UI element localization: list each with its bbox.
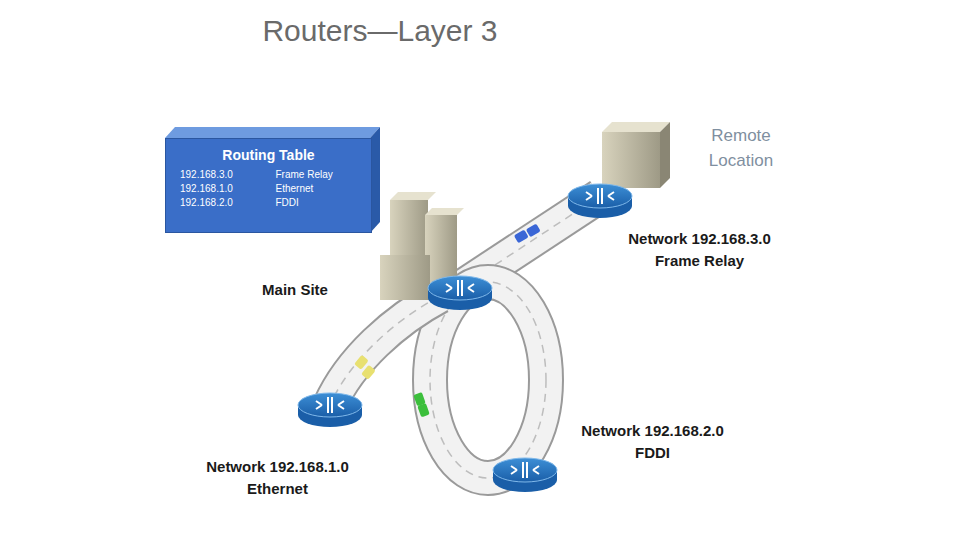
table-cell: Frame Relay — [276, 169, 362, 180]
network-label: Network 192.168.2.0 FDDI — [565, 420, 740, 464]
router-icon — [493, 458, 557, 492]
location-label: Remote Location — [686, 124, 796, 173]
table-cell: 192.168.3.0 — [180, 169, 266, 180]
network-label: Network 192.168.3.0 Frame Relay — [612, 228, 787, 272]
router-icon — [568, 184, 632, 218]
data-packets — [354, 224, 541, 418]
routing-table-box-3d — [165, 127, 380, 233]
table-cell: Ethernet — [276, 183, 362, 194]
table-cell: 192.168.1.0 — [180, 183, 266, 194]
routing-table-box: Routing Table192.168.3.0Frame Relay192.1… — [165, 138, 372, 233]
network-label: Network 192.168.1.0 Ethernet — [190, 456, 365, 500]
diagram-title: Routers—Layer 3 — [180, 14, 580, 48]
table-heading: Routing Table — [176, 147, 361, 163]
remote-building — [602, 122, 670, 188]
table-rows: 192.168.3.0 Frame Relay 192.168.1.0 Etherne… — [176, 169, 361, 208]
table-cell: FDDI — [276, 197, 362, 208]
router-icon — [298, 393, 362, 427]
network-roads — [330, 196, 600, 478]
table-cell: 192.168.2.0 — [180, 197, 266, 208]
site-label: Main Site — [240, 281, 350, 298]
router-icon — [428, 276, 492, 310]
